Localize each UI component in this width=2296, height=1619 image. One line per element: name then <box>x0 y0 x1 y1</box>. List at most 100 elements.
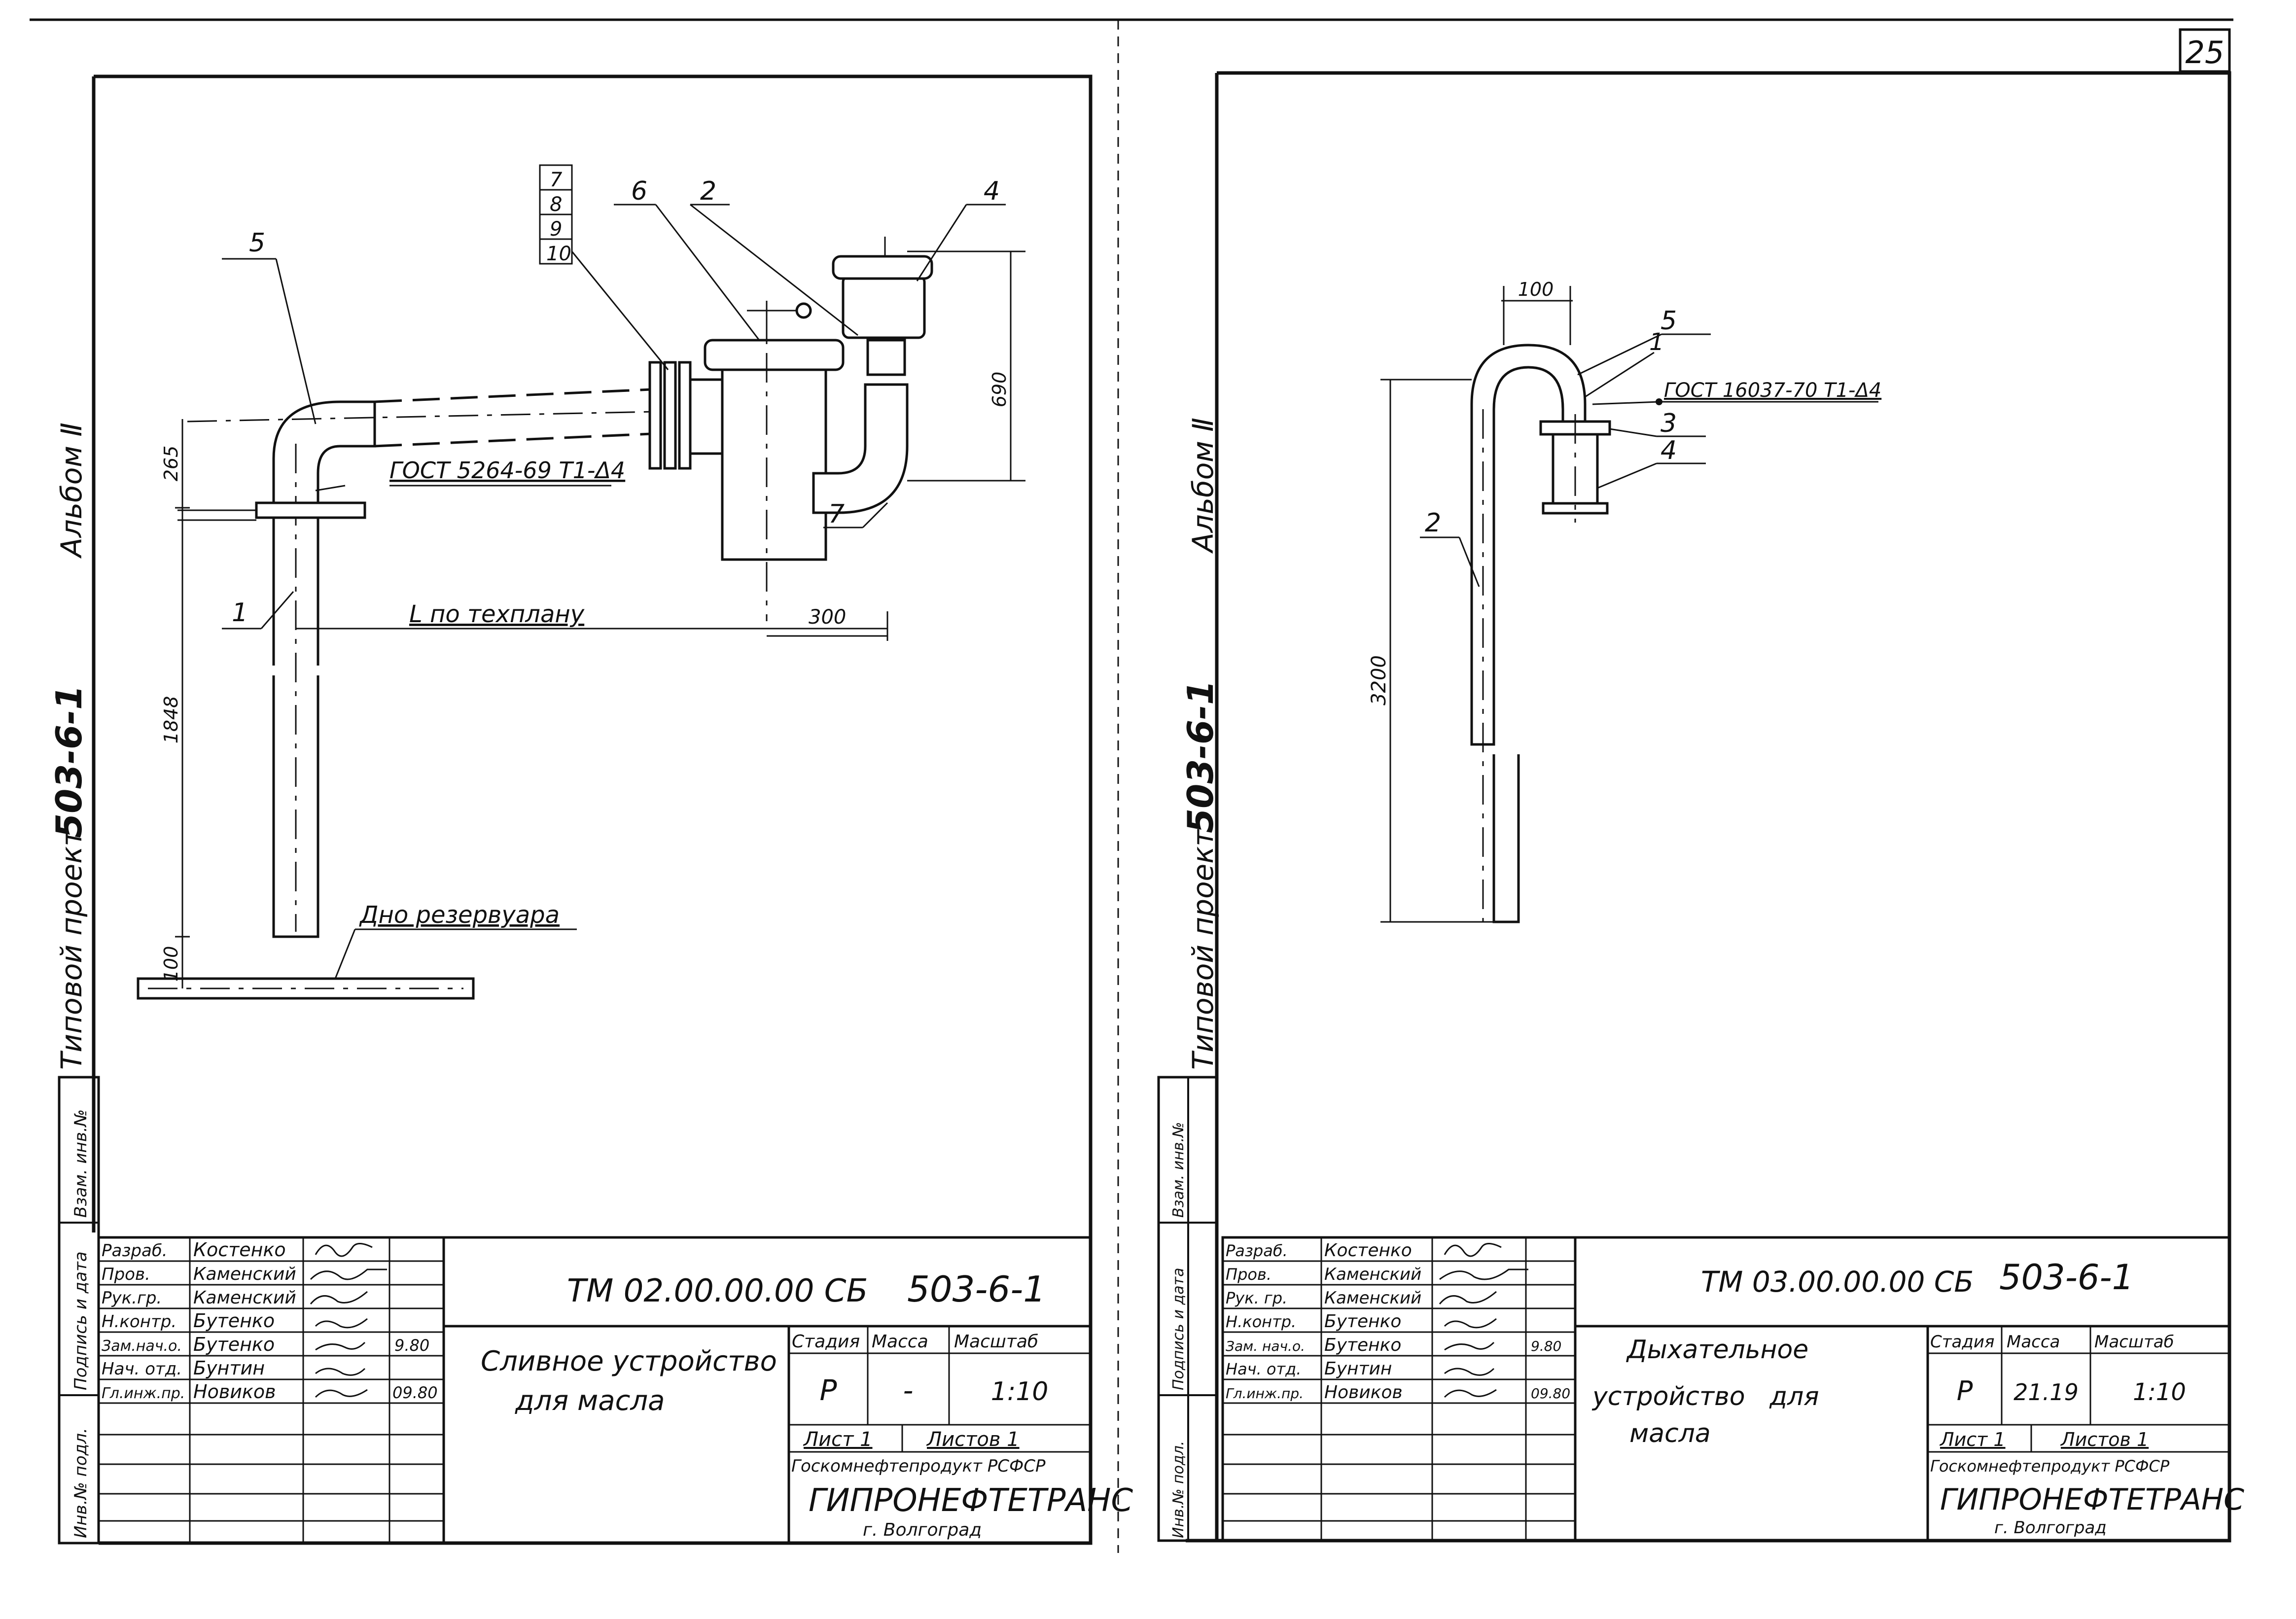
right-name-4: Бутенко <box>1324 1311 1401 1332</box>
leader-1: 1 <box>232 598 248 628</box>
right-title-line3: масла <box>1629 1419 1711 1448</box>
right-dimensions: 100 3200 <box>1368 279 1573 923</box>
right-side-stamp-series: Типовой проект <box>1186 829 1220 1070</box>
left-name-4: Бутенко <box>193 1310 275 1332</box>
right-date-b: 09.80 <box>1531 1385 1570 1402</box>
right-gost-note: ГОСТ 16037-70 Т1-Δ4 <box>1664 379 1881 402</box>
left-side-stamp-project: 503-6-1 <box>48 685 90 838</box>
left-sheet: Типовой проект 503-6-1 Альбом Ⅱ Взам. ин… <box>48 74 1133 1545</box>
filter-body <box>721 366 827 561</box>
left-sheets-total: Листов 1 <box>926 1428 1020 1451</box>
right-org-city: г. Волгоград <box>1994 1518 2107 1538</box>
dim-l-label: L по техплану <box>409 600 585 628</box>
leader-r1: 1 <box>1649 328 1664 356</box>
right-signatures <box>1439 1243 1528 1398</box>
left-role-4: Н.контр. <box>102 1312 177 1332</box>
right-title-line1: Дыхательное <box>1626 1335 1808 1365</box>
right-name-3: Каменский <box>1324 1288 1421 1308</box>
right-org-ministry: Госкомнефтепродукт РСФСР <box>1930 1457 2170 1476</box>
right-side-cells: Взам. инв.№ Подпись и дата Инв.№ подл. <box>1157 1076 1218 1542</box>
vertical-pipe-elbow <box>272 400 376 666</box>
right-mass-value: 21.19 <box>2013 1379 2079 1406</box>
left-scale-header: Масштаб <box>954 1332 1038 1352</box>
leader-5: 5 <box>249 228 265 258</box>
leader-r2: 2 <box>1425 508 1441 538</box>
right-name-6: Бунтин <box>1324 1359 1392 1379</box>
right-name-7: Новиков <box>1324 1382 1403 1403</box>
right-project-number: 503-6-1 <box>1999 1257 2134 1298</box>
support-plate <box>255 501 366 519</box>
left-name-5: Бутенко <box>193 1334 275 1355</box>
right-leaders: 5 1 3 4 2 <box>1420 306 1711 587</box>
left-side-stamp-series: Типовой проект <box>55 829 88 1070</box>
left-name-2: Каменский <box>193 1264 296 1284</box>
leader-8: 8 <box>550 193 562 216</box>
left-org-institute: ГИПРОНЕФТЕТРАНС <box>809 1482 1133 1519</box>
dim-265: 265 <box>160 446 182 482</box>
right-sheet-no: Лист 1 <box>1939 1429 2006 1450</box>
right-role-6: Нач. отд. <box>1226 1360 1301 1378</box>
right-doc-code: ТМ 03.00.00.00 СБ <box>1701 1265 1974 1299</box>
left-stage-value: Р <box>820 1373 837 1407</box>
left-side-stamp-album: Альбом Ⅱ <box>55 422 88 559</box>
right-role-1: Разраб. <box>1226 1241 1288 1260</box>
valve-body <box>866 339 906 376</box>
breather-device-drawing: 5 1 3 4 2 ГОСТ 16037-70 Т1-Δ4 100 <box>1368 279 1881 923</box>
breather-pipe <box>1470 344 1587 746</box>
right-org-institute: ГИПРОНЕФТЕТРАНС <box>1940 1482 2244 1517</box>
left-doc-code: ТМ 02.00.00.00 СБ <box>567 1273 868 1309</box>
right-stage-value: Р <box>1957 1375 1973 1407</box>
filter-cover <box>704 339 845 371</box>
page-number: 25 <box>2186 35 2225 70</box>
right-side-stamp-album: Альбом Ⅱ <box>1186 418 1220 554</box>
left-org-city: г. Волгоград <box>863 1520 982 1540</box>
right-name-2: Каменский <box>1324 1265 1421 1284</box>
left-stage-header: Стадия <box>792 1332 860 1352</box>
right-scale-header: Масштаб <box>2094 1332 2174 1352</box>
outlet-elbow <box>812 383 909 514</box>
right-side-cell-3: Инв.№ подл. <box>1170 1441 1187 1538</box>
left-mass-header: Масса <box>872 1332 928 1352</box>
left-project-number: 503-6-1 <box>907 1268 1046 1310</box>
left-org-ministry: Госкомнефтепродукт РСФСР <box>791 1456 1046 1476</box>
vertical-pipe-lower <box>272 675 319 938</box>
drain-device-drawing: 5 7 8 9 10 6 2 4 1 7 <box>137 164 1025 1000</box>
leader-4: 4 <box>984 176 1000 206</box>
horizontal-pipe-top <box>374 388 651 403</box>
breather-pipe-lower <box>1492 754 1520 923</box>
left-title-line1: Сливное устройство <box>481 1345 777 1377</box>
horizontal-pipe-bottom <box>374 432 651 448</box>
left-role-6: Нач. отд. <box>102 1359 182 1379</box>
right-title-line2: устройство для <box>1591 1382 1819 1411</box>
leader-10: 10 <box>546 243 571 265</box>
right-role-4: Н.контр. <box>1226 1312 1296 1331</box>
left-sheet-no: Лист 1 <box>803 1428 873 1451</box>
left-name-7: Новиков <box>193 1381 276 1403</box>
right-mass-header: Масса <box>2007 1332 2060 1352</box>
breather-valve <box>842 275 926 339</box>
right-name-5: Бутенко <box>1324 1335 1401 1355</box>
left-signatures <box>310 1243 387 1398</box>
left-side-cell-2: Подпись и дата <box>71 1251 91 1390</box>
leader-7a: 7 <box>550 169 563 191</box>
left-name-1: Костенко <box>193 1239 286 1261</box>
leader-r5: 5 <box>1660 306 1677 336</box>
right-stage-header: Стадия <box>1930 1332 1994 1352</box>
dim-r100: 100 <box>1518 279 1554 300</box>
left-role-1: Разраб. <box>102 1241 168 1261</box>
dim-1848: 1848 <box>160 696 182 744</box>
left-side-cell-1: Взам. инв.№ <box>71 1109 91 1218</box>
right-scale-value: 1:10 <box>2133 1378 2186 1406</box>
dim-3200: 3200 <box>1368 655 1390 705</box>
right-date-a: 9.80 <box>1531 1338 1561 1354</box>
leader-r3: 3 <box>1660 409 1677 438</box>
right-side-cell-2: Подпись и дата <box>1170 1268 1187 1391</box>
left-gost-note: ГОСТ 5264-69 Т1-Δ4 <box>389 457 625 484</box>
right-role-5: Зам. нач.о. <box>1226 1338 1305 1354</box>
dim-300: 300 <box>809 606 846 629</box>
left-scale-value: 1:10 <box>991 1377 1049 1407</box>
left-date-a: 9.80 <box>394 1336 429 1355</box>
right-sheet: Типовой проект 503-6-1 Альбом Ⅱ Взам. ин… <box>1157 71 2244 1543</box>
right-role-3: Рук. гр. <box>1226 1289 1287 1307</box>
